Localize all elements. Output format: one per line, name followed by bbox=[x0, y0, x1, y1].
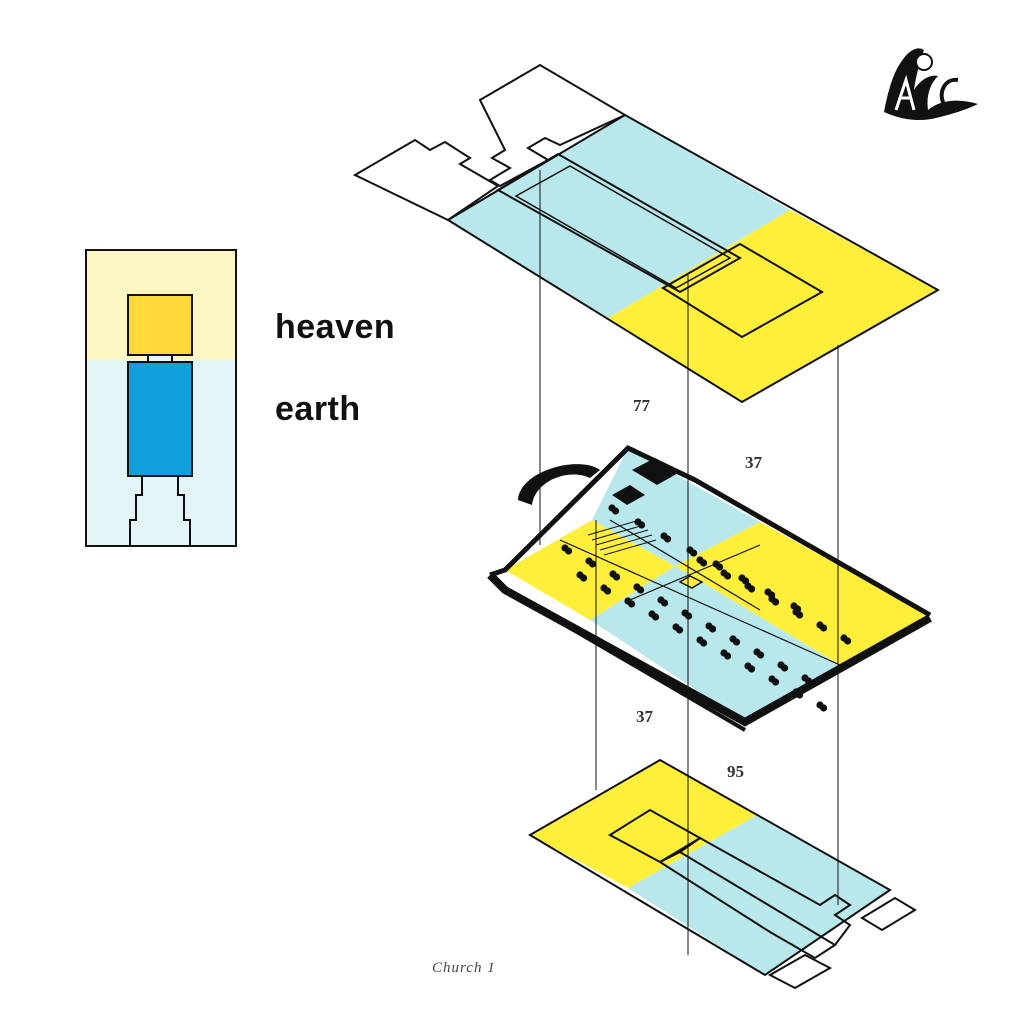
top-plane-outline bbox=[446, 113, 941, 404]
mid-heaven-zone-right bbox=[675, 522, 930, 665]
legend-plan bbox=[85, 249, 237, 547]
column-dot-27 bbox=[628, 600, 636, 608]
dimension-37-lower: 37 bbox=[636, 707, 654, 726]
bottom-annex-right bbox=[860, 896, 917, 932]
column-dot-35 bbox=[724, 652, 732, 660]
column-dot-47 bbox=[638, 521, 646, 529]
column-dot-67 bbox=[772, 598, 780, 606]
mid-columns bbox=[561, 504, 852, 712]
mid-wall-front-outer bbox=[503, 588, 747, 732]
column-dot-63 bbox=[724, 572, 732, 580]
column-dot-51 bbox=[690, 549, 698, 557]
mid-axis-cross bbox=[609, 519, 761, 611]
legend-earth-label: earth bbox=[275, 390, 361, 428]
mid-tower bbox=[632, 458, 680, 485]
mid-apse-wall bbox=[518, 464, 600, 505]
column-dot-23 bbox=[580, 574, 588, 582]
column-dot-9 bbox=[661, 599, 669, 607]
column-dot-1 bbox=[565, 547, 573, 555]
bottom-plane-outline bbox=[528, 758, 892, 977]
mid-heaven-zone-left bbox=[505, 520, 675, 620]
top-sanctuary-outline bbox=[661, 242, 825, 339]
column-dot-37 bbox=[748, 665, 756, 673]
mid-axis-long bbox=[559, 539, 841, 666]
mid-staircase bbox=[587, 519, 657, 556]
bottom-plane bbox=[528, 758, 917, 990]
column-dot-33 bbox=[700, 639, 708, 647]
column-dot-65 bbox=[748, 585, 756, 593]
column-dot-29 bbox=[652, 613, 660, 621]
legend-sanctuary-block bbox=[127, 294, 193, 356]
dimension-77: 77 bbox=[633, 396, 651, 415]
mid-tower-base bbox=[612, 485, 645, 505]
bottom-nave-outline bbox=[659, 850, 837, 960]
legend-nave-block bbox=[127, 361, 193, 477]
angel-monogram-logo bbox=[884, 48, 978, 120]
column-dot-25 bbox=[604, 587, 612, 595]
column-dot-5 bbox=[613, 573, 621, 581]
column-dot-49 bbox=[664, 535, 672, 543]
column-dot-11 bbox=[685, 612, 693, 620]
column-dot-21 bbox=[805, 677, 813, 685]
top-nave-inner bbox=[514, 165, 732, 289]
column-dot-73 bbox=[844, 637, 852, 645]
column-dot-71 bbox=[820, 624, 828, 632]
angel-wing-shape bbox=[884, 48, 978, 120]
angel-head bbox=[915, 53, 933, 71]
dimension-95: 95 bbox=[727, 762, 744, 781]
column-dot-13 bbox=[709, 625, 717, 633]
column-dot-19 bbox=[781, 664, 789, 672]
bottom-narthex-outline bbox=[679, 836, 852, 946]
top-plane bbox=[352, 63, 941, 404]
monogram-letter-a bbox=[894, 74, 916, 111]
monogram-letter-c bbox=[939, 77, 968, 112]
column-dot-7 bbox=[637, 586, 645, 594]
bottom-earth-zone bbox=[628, 815, 890, 975]
column-dot-39 bbox=[772, 678, 780, 686]
column-dot-17 bbox=[757, 651, 765, 659]
column-dot-53 bbox=[716, 563, 724, 571]
column-dot-31 bbox=[676, 626, 684, 634]
column-dot-15 bbox=[733, 638, 741, 646]
top-nave-outline bbox=[496, 152, 743, 294]
column-dot-43 bbox=[820, 704, 828, 712]
column-dot-69 bbox=[796, 611, 804, 619]
middle-plane bbox=[487, 444, 932, 732]
projection-lines bbox=[539, 170, 839, 955]
mid-axis-transept bbox=[629, 544, 761, 601]
legend-heaven-label: heaven bbox=[275, 308, 395, 346]
top-annex-left bbox=[352, 138, 500, 222]
top-heaven-zone bbox=[608, 210, 938, 402]
column-dot-45 bbox=[612, 507, 620, 515]
column-dot-41 bbox=[796, 691, 804, 699]
column-dot-61 bbox=[700, 559, 708, 567]
figure-caption: Church 1 bbox=[432, 960, 496, 976]
bottom-heaven-zone bbox=[530, 760, 757, 888]
column-dot-3 bbox=[589, 560, 597, 568]
mid-wall-back bbox=[489, 444, 932, 618]
bottom-annex-left bbox=[767, 953, 833, 990]
mid-earth-zone-top bbox=[592, 448, 760, 566]
dimension-37-upper: 37 bbox=[745, 453, 763, 472]
top-earth-zone bbox=[448, 115, 790, 318]
